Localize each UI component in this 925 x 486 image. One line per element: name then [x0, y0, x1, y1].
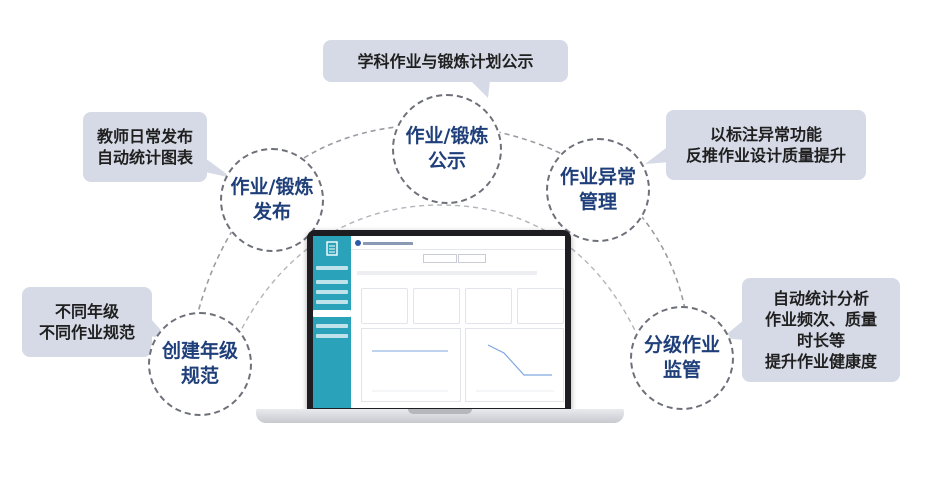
callout-right-bottom-line3: 时长等: [796, 331, 845, 350]
callout-right-top-line2: 反推作业设计质量提升: [685, 146, 846, 165]
node-center: 作业/锻炼 公示: [392, 94, 502, 204]
callout-left-top: 教师日常发布 自动统计图表: [83, 112, 207, 182]
stat-card: [413, 288, 460, 324]
callout-right-bottom: 自动统计分析 作业频次、质量 时长等 提升作业健康度: [742, 278, 900, 382]
node-left-bottom-line2: 规范: [180, 365, 219, 387]
callout-right-top: 以标注异常功能 反推作业设计质量提升: [666, 110, 866, 180]
node-center-line1: 作业/锻炼: [405, 125, 489, 147]
chart-panel-right: [465, 328, 564, 402]
header-title-bar: [363, 242, 413, 245]
callout-top: 学科作业与锻炼计划公示: [323, 40, 568, 82]
stat-card: [361, 288, 408, 324]
node-right-bottom-line2: 监管: [662, 359, 701, 381]
callout-right-bottom-line1: 自动统计分析: [772, 289, 869, 308]
sidebar-item: [316, 290, 348, 294]
laptop-notch: [408, 409, 472, 414]
header-logo: [355, 240, 361, 246]
callout-left-bottom-line1: 不同年级: [54, 302, 119, 321]
line-chart-flat: [372, 350, 448, 392]
laptop-screen: [307, 230, 571, 410]
callout-tail-left-top: [205, 158, 232, 178]
tab: [423, 254, 457, 263]
callout-right-bottom-line2: 作业频次、质量: [764, 310, 877, 329]
node-left-top-line2: 发布: [252, 201, 291, 223]
node-center-line2: 公示: [427, 150, 466, 172]
header-divider: [351, 249, 565, 250]
callout-right-bottom-line4: 提升作业健康度: [764, 352, 877, 371]
sidebar-item-active: [313, 310, 351, 317]
callout-top-line1: 学科作业与锻炼计划公示: [357, 51, 534, 71]
node-right-top-line2: 管理: [578, 191, 617, 213]
line-chart-drop: [476, 344, 554, 392]
callout-right-top-line1: 以标注异常功能: [709, 125, 822, 144]
sidebar-item: [316, 334, 348, 338]
document-icon: [326, 241, 338, 256]
node-left-bottom: 创建年级 规范: [148, 312, 252, 416]
callout-left-top-line1: 教师日常发布: [96, 127, 193, 146]
callout-tail-right-top: [645, 145, 670, 164]
node-left-top-line1: 作业/锻炼: [230, 176, 314, 198]
sidebar-item: [316, 324, 348, 328]
sidebar-item: [316, 300, 348, 304]
tab: [458, 254, 486, 263]
node-right-bottom: 分级作业 监管: [630, 306, 734, 410]
node-right-bottom-line1: 分级作业: [643, 334, 720, 356]
callout-left-top-line2: 自动统计图表: [96, 148, 193, 167]
callout-left-bottom-line2: 不同作业规范: [38, 323, 135, 342]
chart-panel-left: [361, 328, 461, 402]
filter-row: [357, 271, 537, 275]
callout-tail-top: [470, 80, 490, 98]
dashboard-screenshot: [313, 236, 565, 408]
sidebar-item: [316, 280, 348, 284]
callout-left-bottom: 不同年级 不同作业规范: [22, 287, 152, 357]
stat-card: [465, 288, 512, 324]
node-right-top: 作业异常 管理: [546, 138, 650, 242]
node-left-top: 作业/锻炼 发布: [220, 148, 324, 252]
laptop-base: [256, 409, 624, 423]
stat-card: [517, 288, 564, 324]
node-right-top-line1: 作业异常: [559, 166, 636, 188]
inner-arc: [214, 204, 661, 396]
dashboard-sidebar: [313, 236, 351, 408]
node-left-bottom-line1: 创建年级: [161, 340, 238, 362]
sidebar-item: [316, 266, 348, 270]
